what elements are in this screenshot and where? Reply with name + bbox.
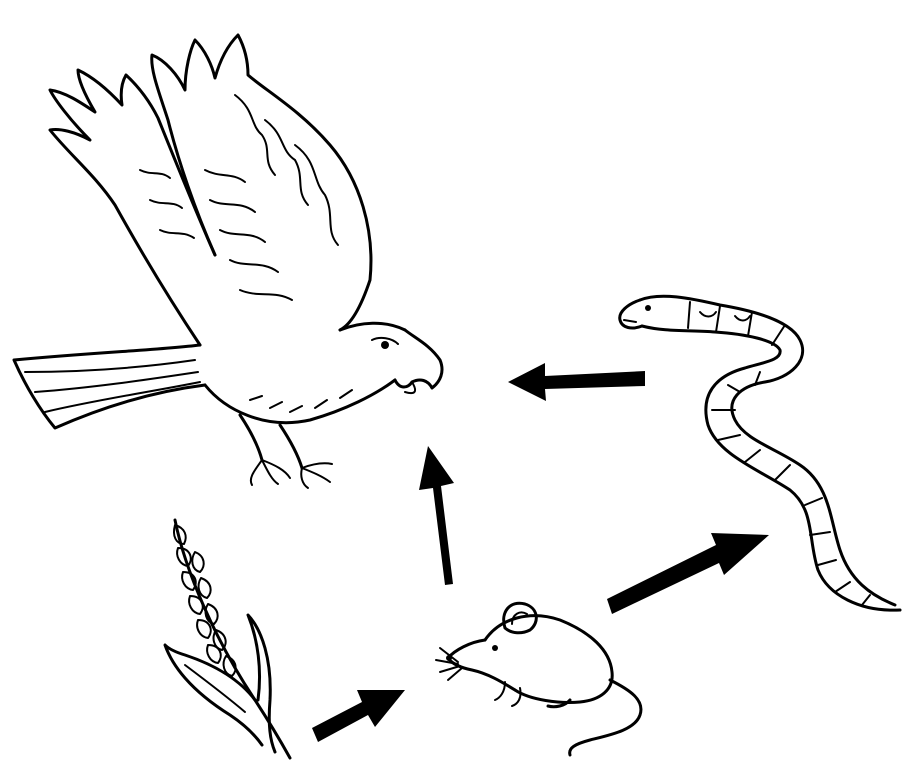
mouse-icon	[436, 603, 641, 755]
hawk-icon	[14, 35, 442, 488]
arrow-wheat-to-mouse	[312, 690, 405, 742]
arrow-mouse-to-snake	[607, 533, 769, 614]
wheat-icon	[165, 520, 290, 758]
snake-icon	[620, 296, 900, 610]
arrow-snake-to-hawk	[508, 363, 645, 401]
arrow-mouse-to-hawk	[419, 446, 454, 585]
